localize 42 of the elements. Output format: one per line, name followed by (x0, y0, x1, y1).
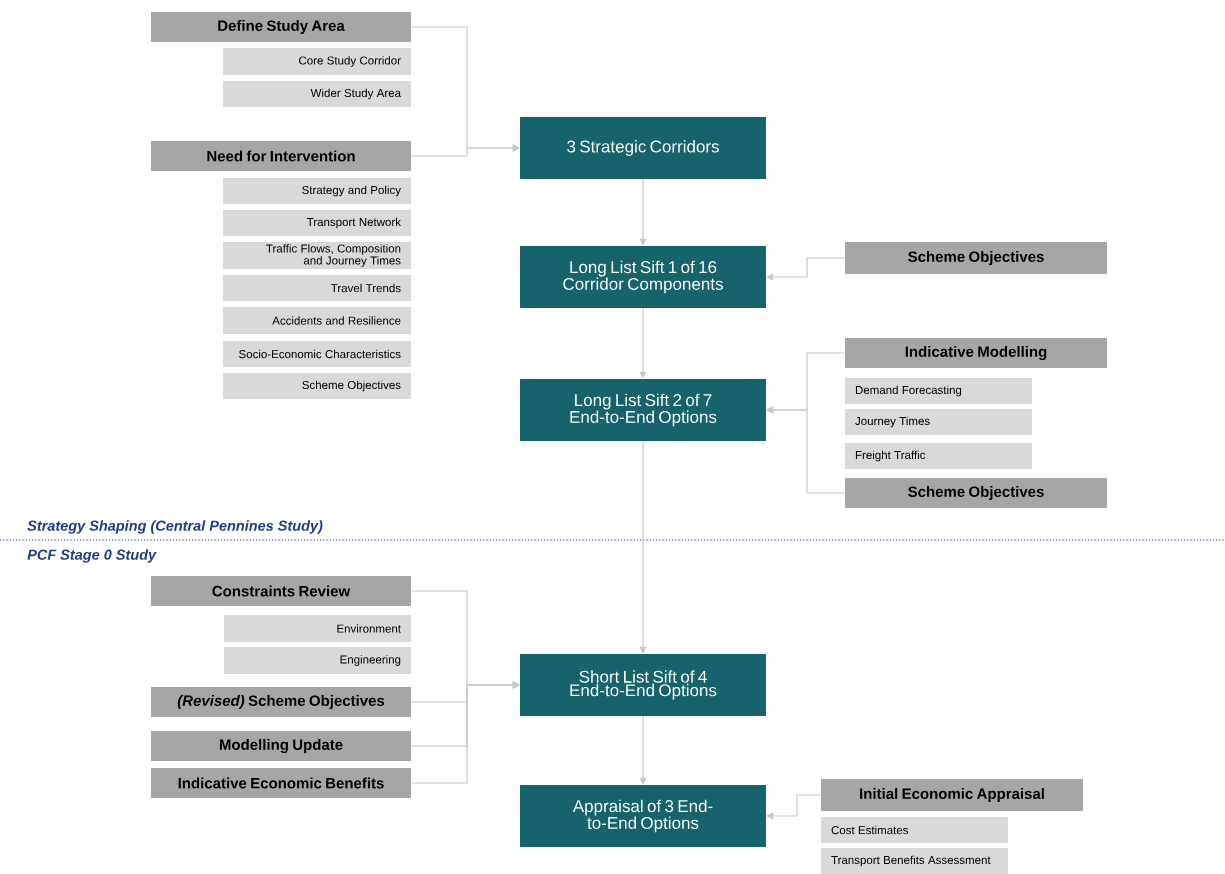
item-box: Environment (224, 615, 411, 642)
header-box: Indicative Economic Benefits (151, 768, 411, 798)
arrow (766, 406, 846, 494)
item-box: Wider Study Area (223, 81, 411, 107)
header-box: Indicative Modelling (845, 338, 1107, 368)
header-box: Modelling Update (151, 731, 411, 761)
header-box: Initial Economic Appraisal (821, 779, 1083, 811)
item-box: Engineering (224, 647, 411, 674)
section-label: Strategy Shaping (Central Pennines Study) (27, 520, 323, 534)
arrow (766, 794, 822, 820)
item-box: Strategy and Policy (223, 178, 411, 204)
header-box: Constraints Review (151, 576, 411, 606)
item-box: Travel Trends (223, 275, 411, 301)
header-box: Scheme Objectives (845, 478, 1107, 508)
arrow (410, 144, 520, 157)
arrow (639, 307, 647, 379)
item-box: Core Study Corridor (223, 48, 411, 75)
item-box: Scheme Objectives (223, 373, 411, 399)
process-box: Short List Sift of 4 End-to-End Options (520, 654, 766, 716)
arrow (639, 715, 647, 785)
header-box: Define Study Area (151, 12, 411, 42)
header-box: (Revised) Scheme Objectives (151, 687, 411, 717)
arrow (766, 257, 846, 281)
arrow (410, 681, 520, 784)
item-box: Transport Network (223, 210, 411, 236)
section-label: PCF Stage 0 Study (27, 549, 157, 563)
arrow (639, 440, 647, 654)
item-box: Freight Traffic (845, 443, 1032, 469)
item-box: Accidents and Resilience (223, 307, 411, 334)
item-box: Cost Estimates (821, 817, 1008, 843)
header-box: Need for Intervention (151, 141, 411, 171)
item-box: Journey Times (845, 409, 1032, 435)
process-box: Appraisal of 3 End-to-End Options (520, 785, 766, 847)
item-box: Traffic Flows, Composition and Journey Times (223, 242, 411, 269)
item-box: Transport Benefits Assessment (821, 848, 1008, 874)
process-box: Long List Sift 1 of 16 Corridor Components (520, 246, 766, 308)
header-box: Scheme Objectives (845, 242, 1107, 274)
item-box: Socio-Economic Characteristics (223, 341, 411, 367)
arrow (639, 178, 647, 246)
process-box: Long List Sift 2 of 7 End-to-End Options (520, 379, 766, 441)
process-box: 3 Strategic Corridors (520, 117, 766, 179)
item-box: Demand Forecasting (845, 378, 1032, 404)
